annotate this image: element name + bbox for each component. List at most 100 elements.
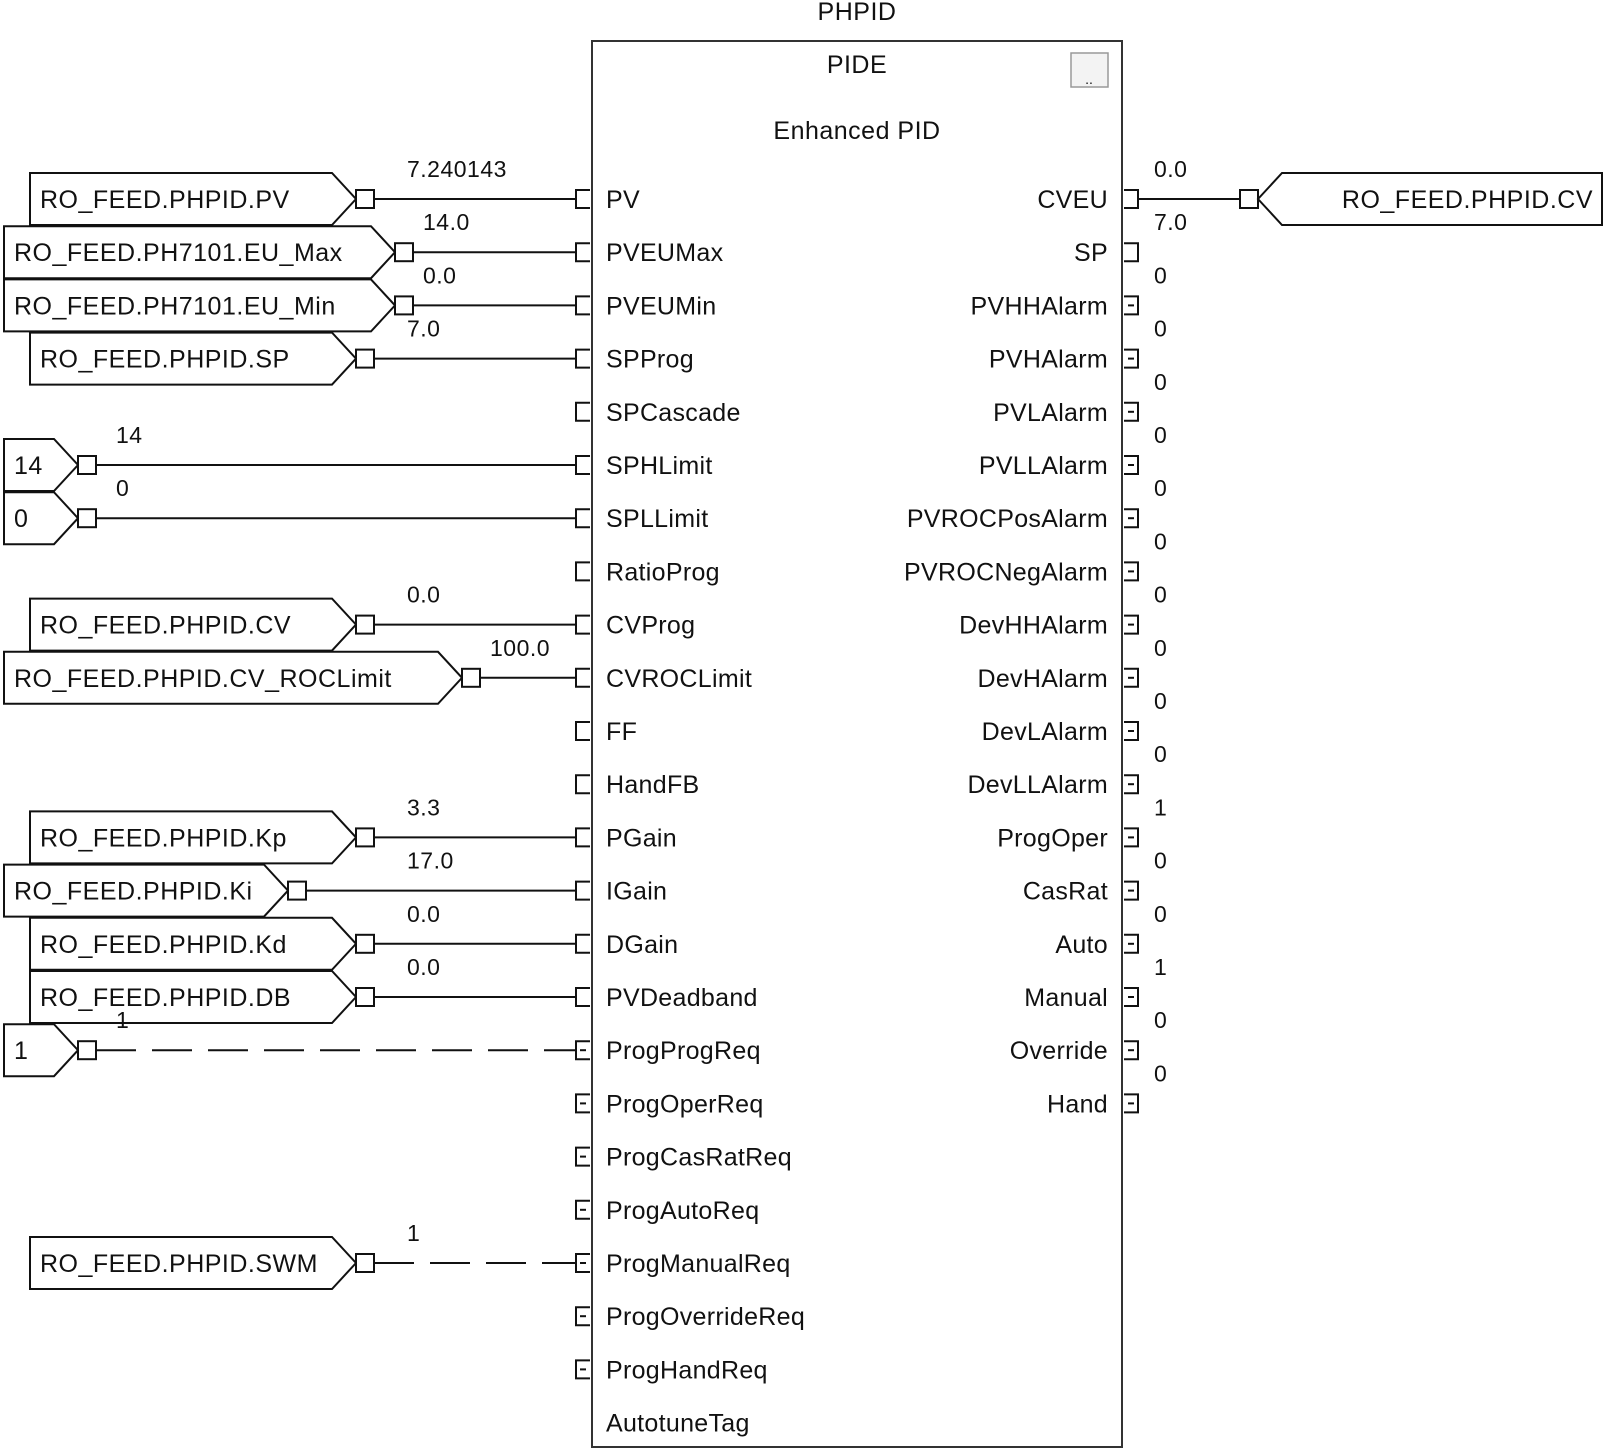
input-cvprog-connector[interactable] [575, 614, 590, 635]
input-spcascade-connector[interactable] [575, 401, 590, 422]
input-pvdeadband-reference-connector[interactable] [355, 987, 375, 1007]
output-cveu-dest-label: RO_FEED.PHPID.CV [1342, 186, 1593, 214]
input-spllimit-connector[interactable] [575, 508, 590, 529]
output-devlalarm-connector[interactable] [1124, 721, 1139, 741]
input-spcascade-row: SPCascade [575, 399, 741, 427]
input-progoperreq-connector[interactable] [575, 1093, 590, 1114]
input-cvroclimit-reference-connector[interactable] [461, 667, 481, 688]
input-proghandreq-connector[interactable] [575, 1359, 590, 1380]
input-ratioprog-connector[interactable] [575, 561, 590, 582]
output-sp-connector[interactable] [1124, 242, 1139, 263]
input-pveumin-connector[interactable] [575, 295, 590, 316]
output-override-value: 0 [1154, 1007, 1167, 1033]
output-pvrocnegalarm-connector[interactable] [1124, 561, 1139, 582]
input-cvprog-reference-connector[interactable] [355, 614, 375, 635]
output-auto-connector[interactable] [1124, 933, 1139, 954]
input-igain-reference-connector[interactable] [287, 880, 307, 901]
output-progoper-value: 1 [1154, 794, 1167, 820]
output-devhhalarm-connector[interactable] [1124, 614, 1139, 635]
input-progmanualreq-reference-connector[interactable] [355, 1253, 375, 1273]
input-pgain-connector[interactable] [575, 827, 590, 848]
input-cvroclimit-value: 100.0 [490, 635, 550, 661]
input-dgain-reference-box[interactable] [29, 916, 358, 971]
input-spprog-reference-connector[interactable] [355, 348, 375, 369]
input-pv-row: PVRO_FEED.PHPID.PV7.240143 [29, 156, 640, 226]
input-spprog-connector[interactable] [575, 348, 590, 369]
input-pgain-reference-connector[interactable] [355, 827, 375, 848]
input-progmanualreq-reference-box[interactable] [29, 1236, 358, 1290]
input-igain-connector[interactable] [575, 880, 590, 901]
output-cveu-connector[interactable] [1124, 189, 1139, 209]
input-spllimit-reference-box[interactable] [3, 491, 80, 546]
input-cvprog-reference-box[interactable] [29, 597, 358, 652]
block-properties-button[interactable]: .. [1070, 52, 1109, 88]
input-pveumax-reference-box[interactable] [3, 225, 397, 280]
input-progautoreq-pin-label: ProgAutoReq [606, 1197, 759, 1225]
input-cvroclimit-pin-label: CVROCLimit [606, 665, 752, 693]
input-progautoreq-connector[interactable] [575, 1199, 590, 1220]
input-progprogreq-connector[interactable] [575, 1040, 590, 1061]
input-pveumax-reference-connector[interactable] [394, 242, 414, 263]
output-cveu-reference-connector[interactable] [1239, 189, 1259, 209]
input-pveumax-connector[interactable] [575, 242, 590, 263]
input-pveumin-reference-connector[interactable] [394, 295, 414, 316]
output-pvllalarm-connector[interactable] [1124, 455, 1139, 475]
output-auto-pin-label: Auto [1055, 931, 1108, 959]
output-pvhhalarm-connector[interactable] [1124, 295, 1139, 316]
output-cveu-reference-box[interactable] [1256, 172, 1603, 226]
output-casrat-connector[interactable] [1124, 880, 1139, 901]
input-progmanualreq-value: 1 [407, 1220, 420, 1246]
input-progprogreq-reference-box[interactable] [3, 1023, 80, 1078]
input-progoverridereq-connector[interactable] [575, 1306, 590, 1327]
output-pvllalarm-value: 0 [1154, 422, 1167, 448]
input-igain-pin-label: IGain [606, 878, 667, 906]
block-body[interactable] [591, 40, 1123, 1448]
pide-block[interactable]: PHPID PIDE Enhanced PID .. [591, 0, 1123, 1448]
output-manual-connector[interactable] [1124, 987, 1139, 1007]
input-handfb-connector[interactable] [575, 774, 590, 795]
output-pvhalarm-connector[interactable] [1124, 348, 1139, 369]
output-cveu-pin-label: CVEU [1037, 186, 1108, 214]
input-sphlimit-connector[interactable] [575, 455, 590, 475]
output-devhalarm-connector[interactable] [1124, 667, 1139, 688]
output-pvllalarm-pin-label: PVLLAlarm [979, 452, 1108, 480]
input-pgain-reference-box[interactable] [29, 810, 358, 865]
input-pv-connector[interactable] [575, 189, 590, 209]
input-igain-reference-box[interactable] [3, 863, 290, 918]
output-hand-connector[interactable] [1124, 1093, 1139, 1114]
input-progprogreq-reference-connector[interactable] [77, 1040, 97, 1061]
input-pv-reference-connector[interactable] [355, 189, 375, 209]
input-dgain-reference-connector[interactable] [355, 933, 375, 954]
output-devlalarm-value: 0 [1154, 688, 1167, 714]
input-spcascade-pin-label: SPCascade [606, 399, 741, 427]
input-pveumin-reference-box[interactable] [3, 278, 397, 333]
input-sphlimit-reference-box[interactable] [3, 438, 80, 492]
output-pvrocposalarm-connector[interactable] [1124, 508, 1139, 529]
input-pvdeadband-connector[interactable] [575, 987, 590, 1007]
input-spllimit-reference-connector[interactable] [77, 508, 97, 529]
input-progmanualreq-connector[interactable] [575, 1253, 590, 1273]
input-pvdeadband-reference-box[interactable] [29, 970, 358, 1024]
input-pveumin-source-label: RO_FEED.PH7101.EU_Min [14, 292, 336, 320]
input-ff-connector[interactable] [575, 721, 590, 741]
output-pvlalarm-connector[interactable] [1124, 401, 1139, 422]
input-cvroclimit-connector[interactable] [575, 667, 590, 688]
input-sphlimit-reference-connector[interactable] [77, 455, 97, 475]
input-pv-reference-box[interactable] [29, 172, 358, 226]
input-progprogreq-pin-label: ProgProgReq [606, 1037, 761, 1065]
input-dgain-connector[interactable] [575, 933, 590, 954]
input-spprog-reference-box[interactable] [29, 331, 358, 386]
input-progcasratreq-connector[interactable] [575, 1146, 590, 1167]
output-pvrocnegalarm-value: 0 [1154, 528, 1167, 554]
output-devllalarm-connector[interactable] [1124, 774, 1139, 795]
output-progoper-connector[interactable] [1124, 827, 1139, 848]
output-wiring: CVEU0.0RO_FEED.PHPID.CVSP7.0PVHHAlarm0PV… [904, 156, 1603, 1118]
output-override-connector[interactable] [1124, 1040, 1139, 1061]
input-cvroclimit-reference-box[interactable] [3, 650, 464, 705]
